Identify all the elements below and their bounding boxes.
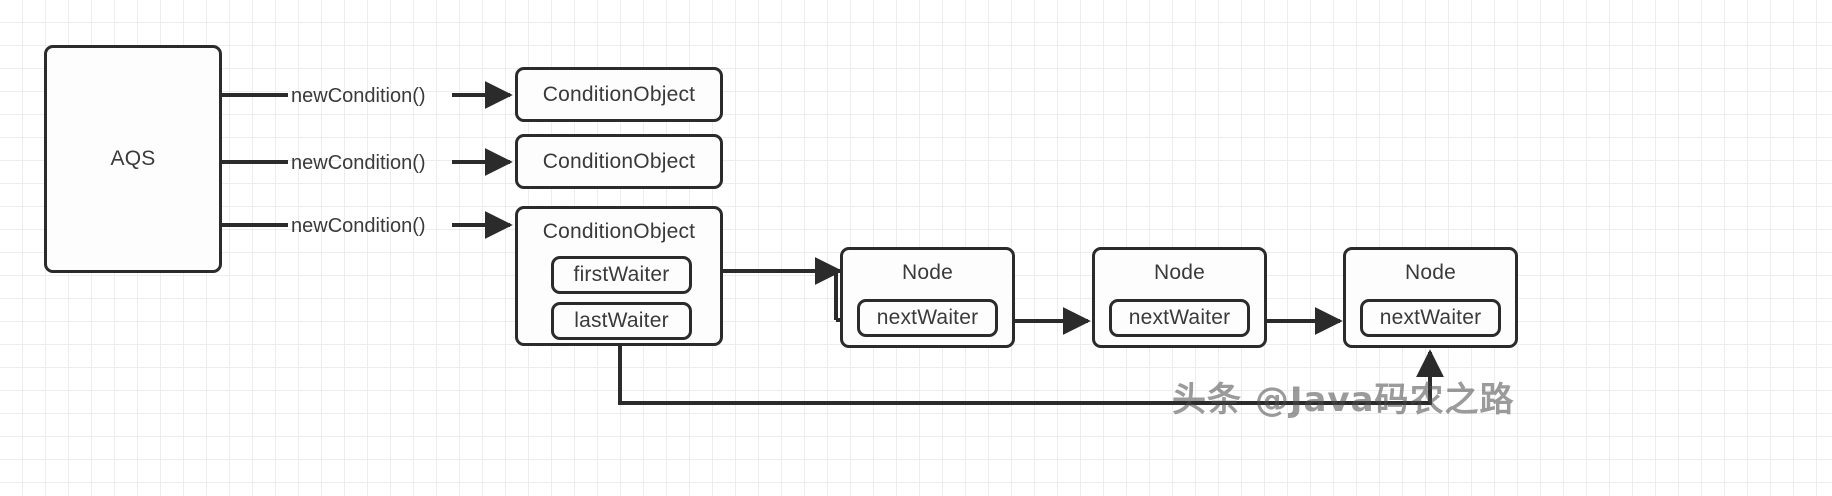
node-1-next-waiter-label: nextWaiter xyxy=(876,306,979,329)
edge-label-new-condition-1: newCondition() xyxy=(291,85,426,107)
node-2-title: Node xyxy=(1153,261,1205,284)
node-1-title: Node xyxy=(901,261,953,284)
condition-object-3-title: ConditionObject xyxy=(542,220,696,243)
field-first-waiter-label: firstWaiter xyxy=(573,263,670,286)
field-last-waiter[interactable]: lastWaiter xyxy=(551,302,692,340)
aqs-box[interactable]: AQS xyxy=(44,45,222,273)
aqs-label: AQS xyxy=(110,147,156,170)
condition-object-1-title: ConditionObject xyxy=(542,82,696,106)
field-last-waiter-label: lastWaiter xyxy=(574,309,669,332)
condition-object-1[interactable]: ConditionObject xyxy=(515,67,723,122)
edge-label-new-condition-3: newCondition() xyxy=(291,215,426,237)
node-3-title: Node xyxy=(1404,261,1456,284)
node-2[interactable]: Node nextWaiter xyxy=(1092,247,1267,348)
node-2-next-waiter-label: nextWaiter xyxy=(1128,306,1231,329)
node-2-next-waiter[interactable]: nextWaiter xyxy=(1109,299,1250,337)
node-1[interactable]: Node nextWaiter xyxy=(840,247,1015,348)
field-first-waiter[interactable]: firstWaiter xyxy=(551,256,692,294)
node-3[interactable]: Node nextWaiter xyxy=(1343,247,1518,348)
condition-object-2-title: ConditionObject xyxy=(542,149,696,173)
node-1-next-waiter[interactable]: nextWaiter xyxy=(857,299,998,337)
condition-object-2[interactable]: ConditionObject xyxy=(515,134,723,189)
watermark-text: 头条 @Java码农之路 xyxy=(1172,380,1515,420)
condition-object-3[interactable]: ConditionObject firstWaiter lastWaiter xyxy=(515,206,723,346)
node-3-next-waiter[interactable]: nextWaiter xyxy=(1360,299,1501,337)
node-3-next-waiter-label: nextWaiter xyxy=(1379,306,1482,329)
edge-label-new-condition-2: newCondition() xyxy=(291,152,426,174)
